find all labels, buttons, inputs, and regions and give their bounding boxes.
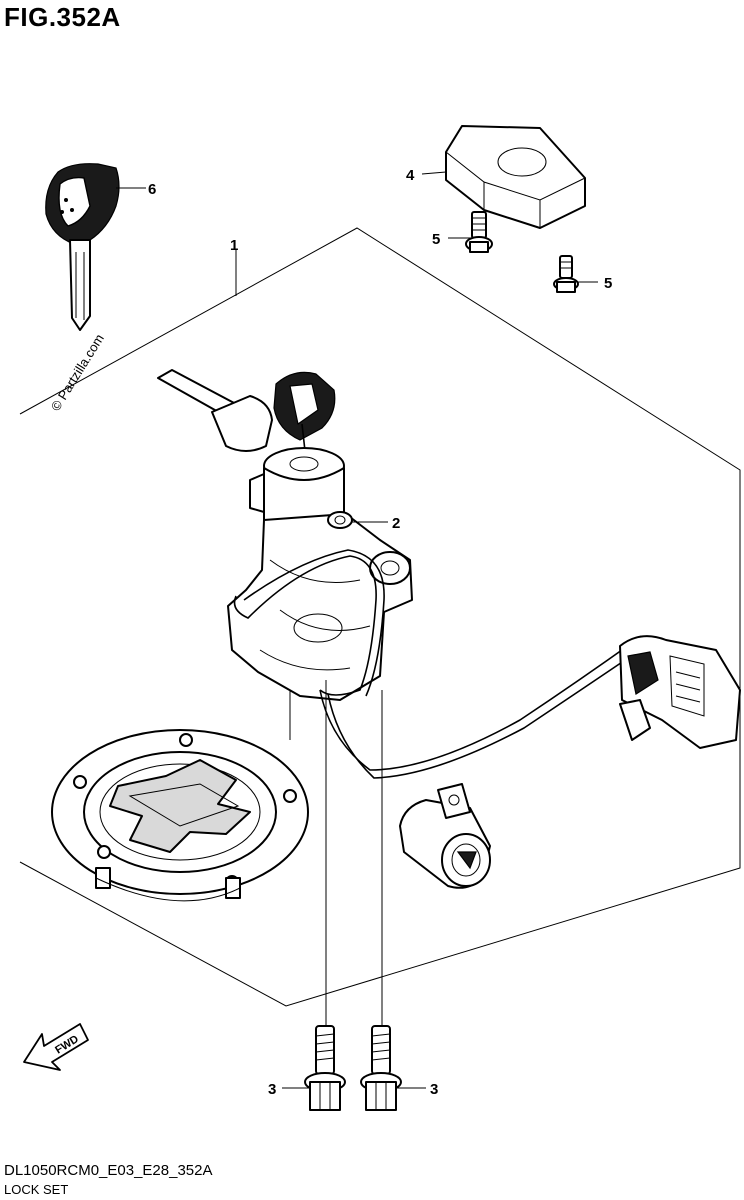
figure-title: FIG.352A [4,2,121,32]
callout-4: 4 [406,167,415,184]
callout-3b: 3 [430,1081,438,1098]
long-bolt-part-a[interactable] [304,1025,346,1111]
ignition-switch-part[interactable] [157,369,741,779]
callout-1: 1 [230,237,238,254]
key-part[interactable] [45,163,120,331]
fuel-cap-part[interactable] [51,729,309,902]
small-bolt-part-b[interactable] [553,255,579,293]
callout-2: 2 [392,515,400,532]
small-bolt-part-a[interactable] [465,211,493,253]
figure-name: LOCK SET [4,1182,69,1197]
long-bolt-part-b[interactable] [360,1025,402,1111]
callout-3a: 3 [268,1081,276,1098]
seat-lock-part[interactable] [399,783,491,889]
assembly-box [19,227,741,1007]
callout-5a: 5 [432,231,440,248]
watermark: © Partzilla.com [48,331,107,413]
callout-5b: 5 [604,275,612,292]
cover-cap-part[interactable] [445,125,586,229]
forward-direction-arrow: FWD [23,1023,89,1071]
figure-code: DL1050RCM0_E03_E28_352A [4,1162,213,1179]
callout-6: 6 [148,181,156,198]
